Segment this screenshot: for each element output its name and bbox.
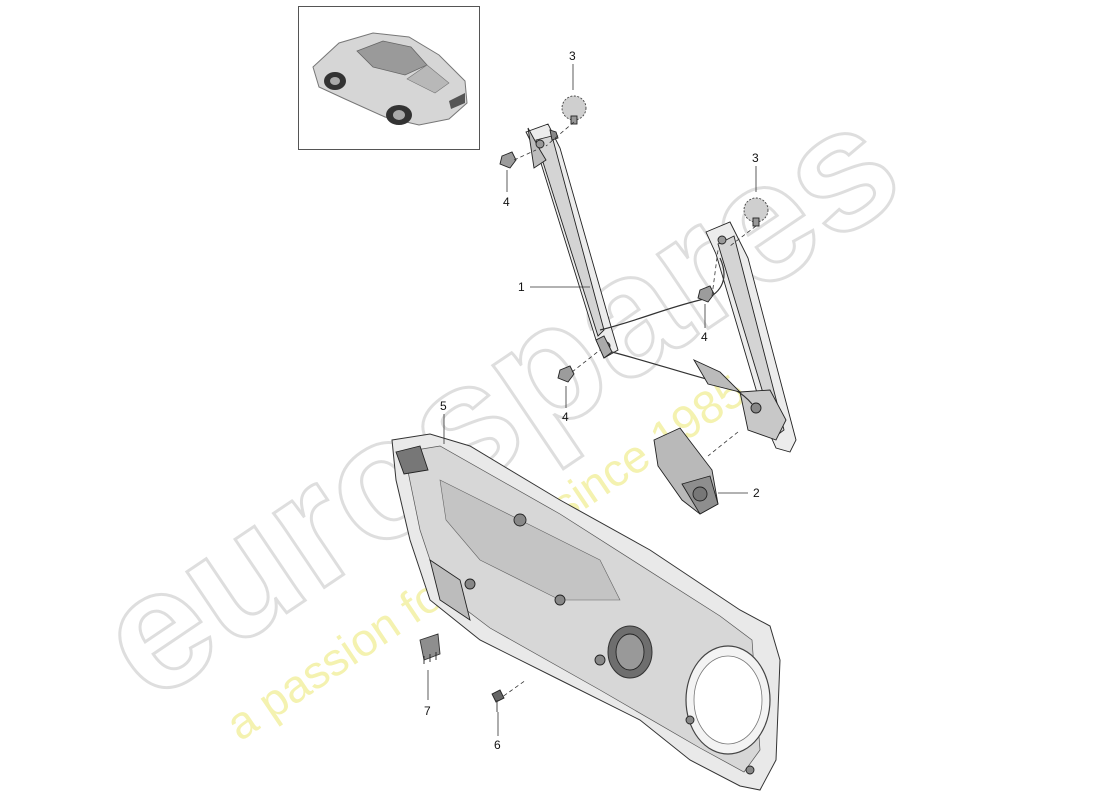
callout-4-upper: 4: [503, 195, 510, 209]
gear-3-upper: [561, 95, 587, 125]
callout-7: 7: [424, 704, 431, 718]
callout-3-right: 3: [752, 151, 759, 165]
gear-3-right: [743, 197, 769, 227]
vehicle-thumbnail: [298, 6, 480, 150]
callout-4-right: 4: [701, 330, 708, 344]
callout-5: 5: [440, 399, 447, 413]
window-regulator-left: [525, 123, 619, 359]
clip-7: [419, 633, 441, 664]
callout-6: 6: [494, 738, 501, 752]
callout-3-upper: 3: [569, 49, 576, 63]
nut-4-right: [697, 285, 715, 303]
callout-2: 2: [753, 486, 760, 500]
callout-1: 1: [518, 280, 525, 294]
window-motor-2: [653, 427, 719, 515]
nut-4-lower: [557, 365, 575, 383]
window-regulator-right: [705, 221, 797, 453]
nut-4-upper: [499, 151, 517, 169]
screw-6: [491, 689, 505, 712]
callout-4-lower: 4: [562, 410, 569, 424]
car-icon: [312, 32, 468, 126]
door-carrier-5: [391, 433, 781, 791]
